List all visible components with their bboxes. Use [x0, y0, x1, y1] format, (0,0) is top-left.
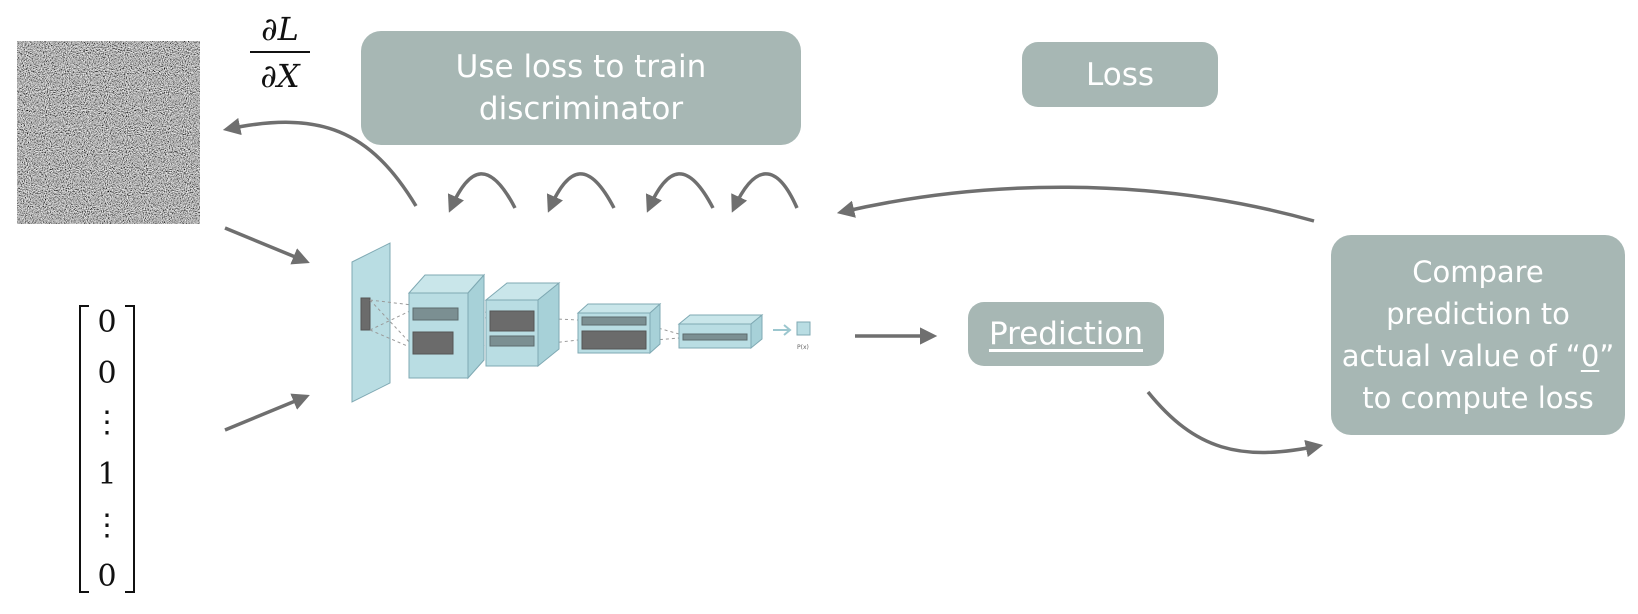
conv-block-4	[677, 313, 764, 350]
right-bracket	[125, 305, 135, 593]
train-discriminator-box: Use loss to train discriminator	[361, 31, 801, 145]
arrow-label-to-network	[224, 393, 310, 432]
network-output-arrow	[773, 324, 792, 336]
prediction-label: Prediction	[988, 316, 1143, 352]
conv-block-3	[576, 302, 662, 355]
arrow-backprop-1	[447, 172, 517, 213]
conv-kernel	[360, 297, 371, 331]
compare-line2: prediction to	[1386, 297, 1570, 331]
compare-line1: Compare	[1412, 255, 1544, 289]
compare-box: Compare prediction to actual value of “0…	[1331, 235, 1625, 435]
conv-block-1	[407, 273, 486, 380]
arrow-backprop-4	[731, 172, 799, 213]
vector-element: 0	[97, 356, 117, 391]
vector-element: ⋮	[92, 508, 122, 543]
loss-label: Loss	[1086, 56, 1154, 93]
arrow-backprop-2	[546, 172, 616, 213]
vector-element: 1	[97, 457, 117, 492]
compare-line4: to compute loss	[1362, 381, 1594, 415]
network-input-layer	[351, 242, 391, 403]
prediction-box: Prediction	[968, 302, 1164, 366]
left-bracket	[79, 305, 89, 593]
gradient-denominator: ∂X	[260, 57, 300, 95]
conv-block-2	[484, 281, 561, 368]
vector-element: 0	[97, 559, 117, 594]
loss-box: Loss	[1022, 42, 1218, 107]
vector-element: 0	[97, 305, 117, 340]
arrow-loss-to-network	[836, 185, 1315, 223]
one-hot-label-vector: 0 0 ⋮ 1 ⋮ 0	[79, 305, 135, 594]
network-output-label: P(x)	[797, 344, 809, 351]
discriminator-network	[351, 242, 811, 403]
noise-input-image	[17, 41, 200, 224]
vector-element: ⋮	[92, 405, 122, 440]
arrow-backprop-3	[645, 172, 715, 213]
arrow-image-to-network	[224, 226, 310, 265]
compare-line3-post: ”	[1599, 339, 1615, 373]
gradient-fraction: ∂L ∂X	[250, 12, 310, 93]
network-output-node	[796, 321, 811, 336]
arrow-prediction-to-compare	[1146, 390, 1324, 458]
compare-target-value: 0	[1580, 339, 1600, 373]
compare-line3: actual value of “0”	[1342, 335, 1615, 377]
train-box-line2: discriminator	[478, 91, 684, 127]
gradient-numerator: ∂L	[261, 10, 299, 48]
compare-line3-pre: actual value of “	[1341, 339, 1581, 373]
fraction-bar	[250, 51, 310, 53]
arrow-gradient-to-image	[222, 117, 418, 207]
train-box-line1: Use loss to train	[455, 49, 707, 85]
